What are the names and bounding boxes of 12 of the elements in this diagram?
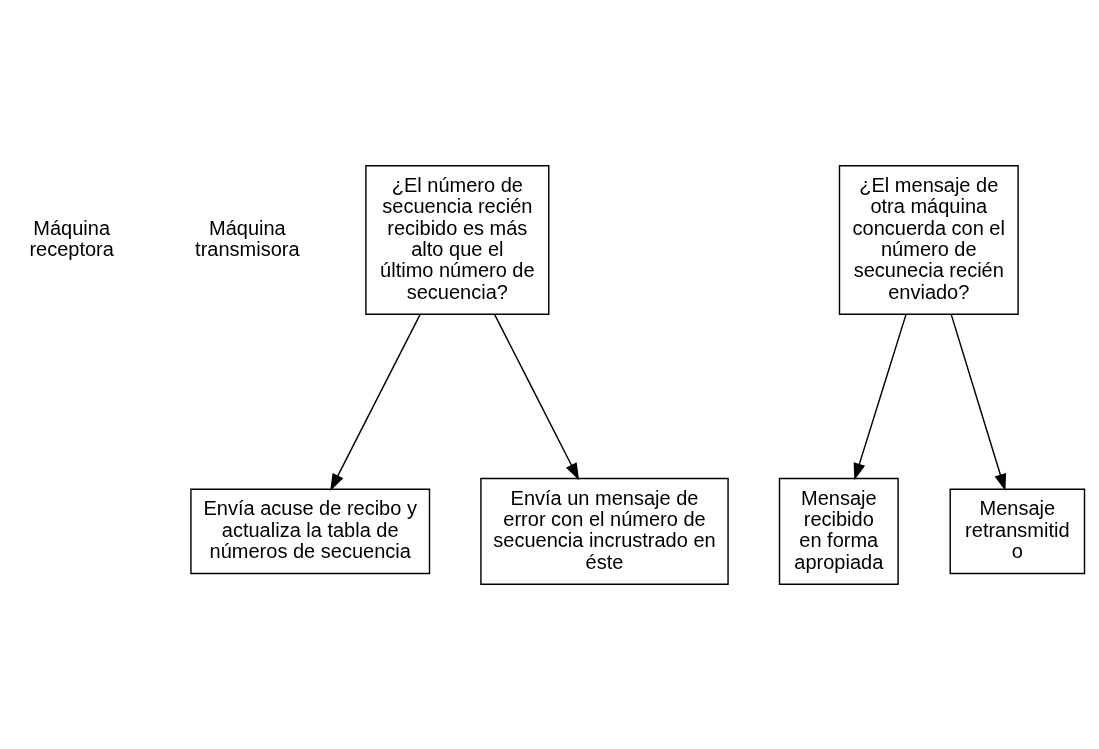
node-box: Envía acuse de recibo y actualiza la tabla de números de secuencia [190,488,431,574]
node-box: Envía un mensaje de error con el número de secuencia incrustrado en éste [480,477,729,585]
arrow [330,313,421,491]
node-box: ¿El número de secuencia recién recibido es más alto que el último número de secuencia? [365,164,550,315]
arrow [493,313,580,480]
node-box: Mensaje recibido en forma apropiada [778,477,899,585]
label: Máquina receptora [29,216,114,260]
node-box: Mensaje retransmitid o [949,488,1086,574]
arrow [950,313,1007,491]
label: Máquina transmisora [195,216,300,260]
node-box: ¿El mensaje de otra máquina concuerda con el número de secunecia recién enviado? [838,164,1019,315]
arrow [853,313,907,480]
